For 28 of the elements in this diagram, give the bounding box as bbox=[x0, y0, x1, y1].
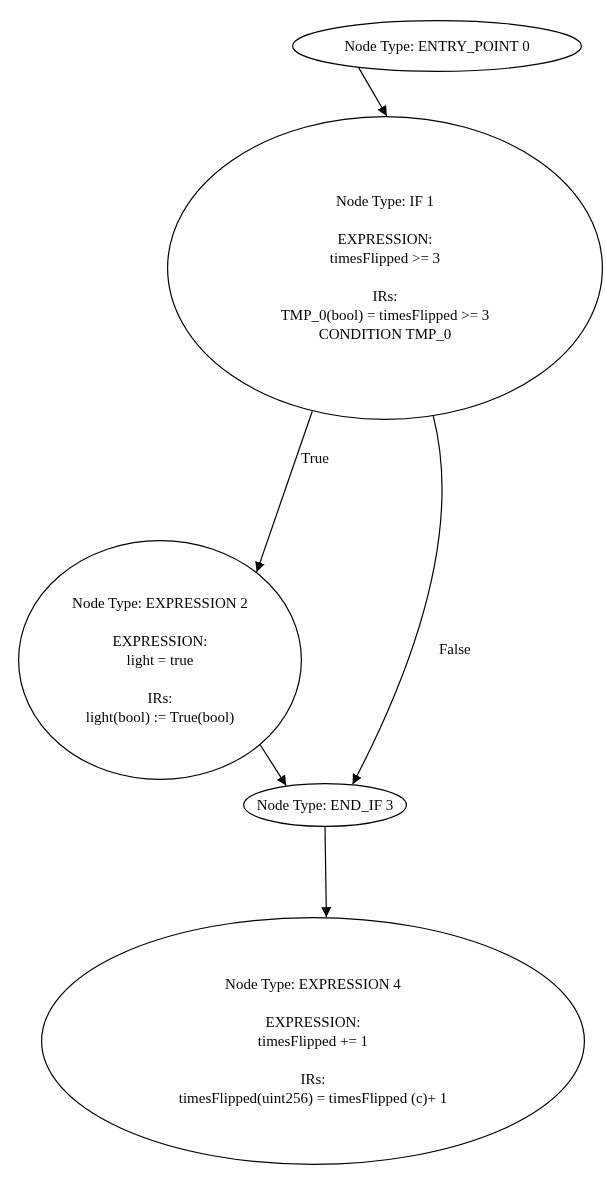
node-text: Node Type: EXPRESSION 4 bbox=[225, 974, 401, 994]
node-text: Node Type: END_IF 3 bbox=[256, 795, 394, 815]
node-text: Node Type: EXPRESSION 2 bbox=[72, 593, 248, 613]
node-text: TMP_0(bool) = timesFlipped >= 3 bbox=[280, 306, 490, 325]
node-text: EXPRESSION: bbox=[265, 1012, 361, 1032]
node-text: timesFlipped >= 3 bbox=[329, 249, 441, 268]
ellipse-node bbox=[292, 20, 582, 72]
node-text: Node Type: ENTRY_POINT 0 bbox=[344, 36, 530, 56]
node-text: timesFlipped += 1 bbox=[257, 1031, 369, 1051]
arrow bbox=[259, 744, 287, 787]
arrow bbox=[358, 67, 388, 117]
node-text: light = true bbox=[126, 650, 194, 670]
node-text: IRs: bbox=[147, 688, 173, 708]
arrow bbox=[352, 415, 443, 785]
ellipse-node bbox=[18, 540, 302, 780]
ellipse-node bbox=[41, 917, 585, 1165]
ellipse-node bbox=[167, 116, 603, 420]
node-text: CONDITION TMP_0 bbox=[318, 325, 452, 344]
node-text: Node Type: IF 1 bbox=[335, 192, 435, 211]
node-text: timesFlipped(uint256) = timesFlipped (c)+ 1 bbox=[178, 1088, 448, 1108]
ellipse-node bbox=[243, 783, 407, 827]
arrow bbox=[321, 826, 332, 918]
node-text: IRs: bbox=[372, 287, 398, 306]
node-text: IRs: bbox=[300, 1069, 326, 1089]
node-text: EXPRESSION: bbox=[337, 230, 433, 249]
node-text: EXPRESSION: bbox=[112, 631, 208, 651]
node-text: light(bool) := True(bool) bbox=[85, 707, 235, 727]
arrow bbox=[255, 410, 313, 573]
